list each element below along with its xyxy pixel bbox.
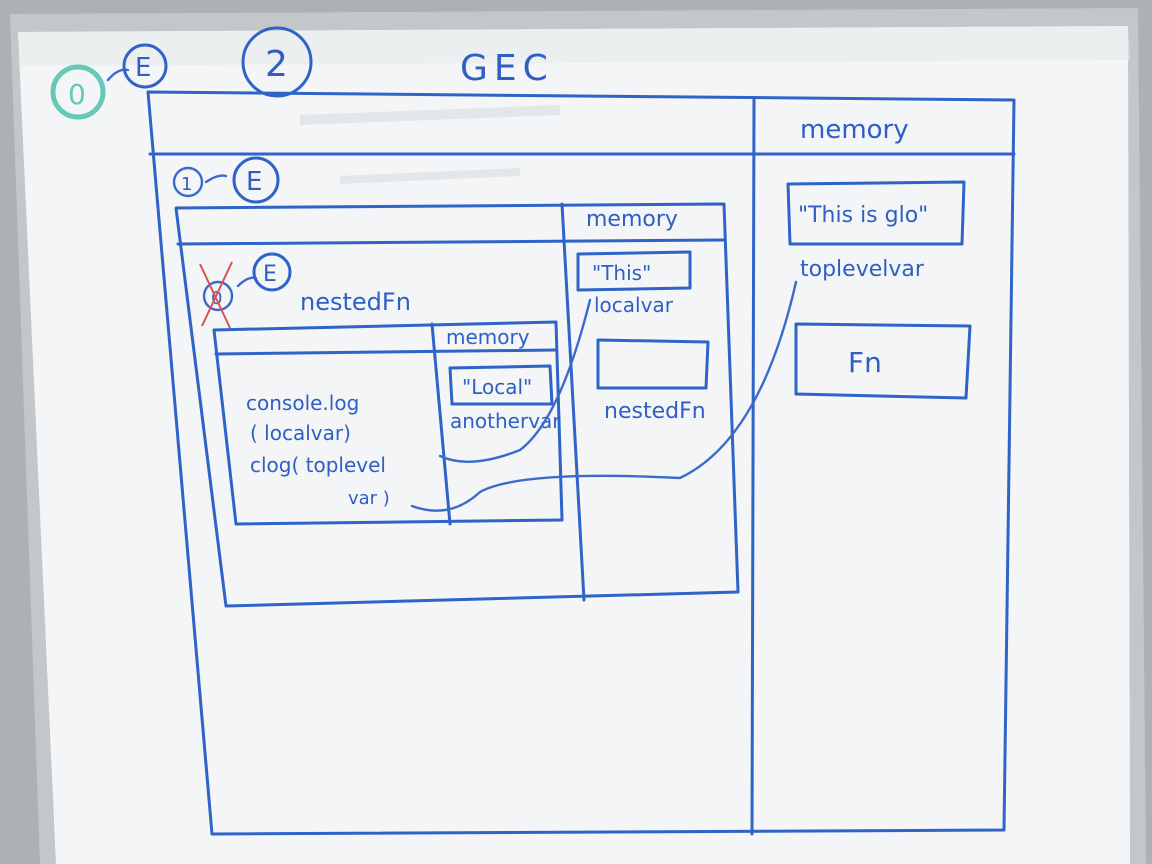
arrow-to-toplevelvar (410, 280, 798, 512)
top-markers: 0 E 2 (50, 26, 313, 120)
gec-memory-item-2: toplevelvar (800, 257, 925, 282)
gec-arrow-circle (122, 43, 168, 89)
nested-fn-memory-item-1: "Local" (462, 375, 532, 399)
nested-fn-arrow-label: E (263, 262, 277, 287)
arrow-to-localvar (438, 298, 592, 463)
nested-fn-header-line (214, 348, 558, 356)
code-line-2: ( localvar) (250, 421, 351, 445)
nested-fn-memory-box-1 (448, 364, 554, 406)
gec-memory-box-3 (794, 322, 972, 400)
nested-fn-circle-marker (202, 280, 234, 312)
nested-fn-label: nestedFn (300, 288, 411, 316)
circle-two-label: 2 (265, 44, 288, 85)
board-shade (18, 26, 1130, 66)
nested-fn-outline (212, 320, 564, 526)
gec-frame: memory "This is glo" toplevelvar Fn (146, 90, 1016, 836)
gec-title: GEC (460, 48, 554, 89)
gec-memory-box-1 (786, 180, 966, 246)
nested-fn-memory-item-2: anothervar (450, 409, 561, 433)
gec-memory-item-1: "This is glo" (798, 203, 928, 228)
outer-fn-circle-marker (172, 166, 204, 198)
outer-fn-memory-box-1 (576, 250, 692, 292)
nested-fn-context: nestedFn 0 E memory "Local" anothervar c… (199, 252, 564, 526)
outer-fn-circle-label: 1 (181, 174, 192, 195)
gec-arrow-label: E (135, 53, 151, 83)
outer-fn-memory-header: memory (586, 207, 678, 232)
outer-fn-header-line (176, 238, 726, 246)
outer-fn-outline (174, 202, 740, 608)
outer-fn-context: 1 E memory "This" localvar nestedFn (172, 156, 740, 608)
circle-two-marker (241, 26, 313, 98)
teal-circle-label: 0 (68, 78, 86, 111)
smudge-2 (339, 168, 521, 184)
smudge-1 (299, 105, 561, 125)
scope-chain-arrows (410, 280, 798, 512)
outer-fn-memory-box-3 (596, 338, 710, 390)
teal-circle-marker (50, 64, 106, 120)
code-line-3: clog( toplevel (250, 453, 386, 477)
nested-fn-memory-divider (430, 322, 452, 526)
red-cross-mark (199, 261, 233, 329)
nested-fn-arrow-circle (252, 252, 292, 292)
gec-memory-header: memory (800, 115, 909, 145)
nested-fn-memory-header: memory (446, 325, 530, 349)
arrow-icon (204, 174, 228, 184)
eraser-smudges (299, 105, 561, 184)
outer-fn-arrow-label: E (246, 167, 262, 197)
gec-memory-divider (750, 98, 756, 836)
outer-fn-memory-item-2: localvar (594, 293, 674, 317)
code-line-1: console.log (246, 391, 359, 415)
arrow-icon (106, 68, 130, 82)
outer-fn-memory-divider (560, 202, 586, 602)
gec-outline (146, 90, 1016, 836)
outer-fn-memory-item-1: "This" (592, 261, 651, 285)
code-line-4: var ) (348, 488, 390, 509)
outer-fn-memory-item-4: nestedFn (604, 399, 706, 424)
outer-fn-arrow-circle (232, 156, 280, 204)
gec-memory-item-3: Fn (848, 346, 882, 379)
